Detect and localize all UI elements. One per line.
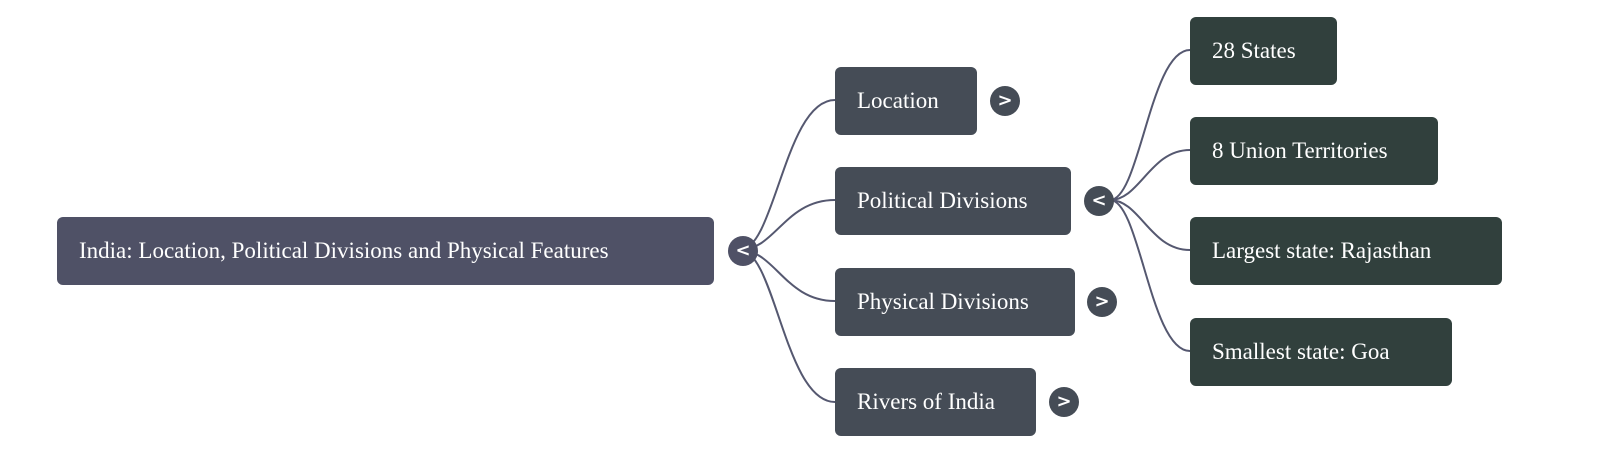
link-political-smallest <box>1109 199 1191 352</box>
branch-label: Rivers of India <box>857 389 995 414</box>
leaf-node-smallest-state[interactable]: Smallest state: Goa <box>1190 318 1452 386</box>
root-node-label: India: Location, Political Divisions and… <box>79 238 609 263</box>
branch-node-location[interactable]: Location <box>835 67 977 135</box>
leaf-label: Largest state: Rajasthan <box>1212 238 1432 263</box>
chevron-right-icon: > <box>1094 291 1110 312</box>
collapse-political-divisions-toggle[interactable]: < <box>1084 186 1114 216</box>
collapse-root-toggle[interactable]: < <box>728 236 758 266</box>
link-root-location <box>739 99 836 251</box>
branch-node-physical-divisions[interactable]: Physical Divisions <box>835 268 1075 336</box>
expand-location-toggle[interactable]: > <box>990 86 1020 116</box>
branch-node-rivers-of-india[interactable]: Rivers of India <box>835 368 1036 436</box>
branch-label: Location <box>857 88 939 113</box>
branch-label: Physical Divisions <box>857 289 1029 314</box>
link-political-uts <box>1109 149 1191 201</box>
branch-label: Political Divisions <box>857 188 1028 213</box>
leaf-node-union-territories[interactable]: 8 Union Territories <box>1190 117 1438 185</box>
chevron-left-icon: < <box>1091 190 1107 211</box>
expand-rivers-toggle[interactable]: > <box>1049 387 1079 417</box>
leaf-label: 8 Union Territories <box>1212 138 1388 163</box>
chevron-left-icon: < <box>735 240 751 261</box>
chevron-right-icon: > <box>1056 391 1072 412</box>
link-political-largest <box>1109 199 1191 251</box>
leaf-label: Smallest state: Goa <box>1212 339 1390 364</box>
branch-node-political-divisions[interactable]: Political Divisions <box>835 167 1071 235</box>
link-political-states <box>1109 49 1191 201</box>
leaf-label: 28 States <box>1212 38 1296 63</box>
link-root-rivers <box>739 249 836 403</box>
root-node[interactable]: India: Location, Political Divisions and… <box>57 217 714 285</box>
leaf-node-largest-state[interactable]: Largest state: Rajasthan <box>1190 217 1502 285</box>
leaf-node-28-states[interactable]: 28 States <box>1190 17 1337 85</box>
chevron-right-icon: > <box>997 90 1013 111</box>
expand-physical-divisions-toggle[interactable]: > <box>1087 287 1117 317</box>
